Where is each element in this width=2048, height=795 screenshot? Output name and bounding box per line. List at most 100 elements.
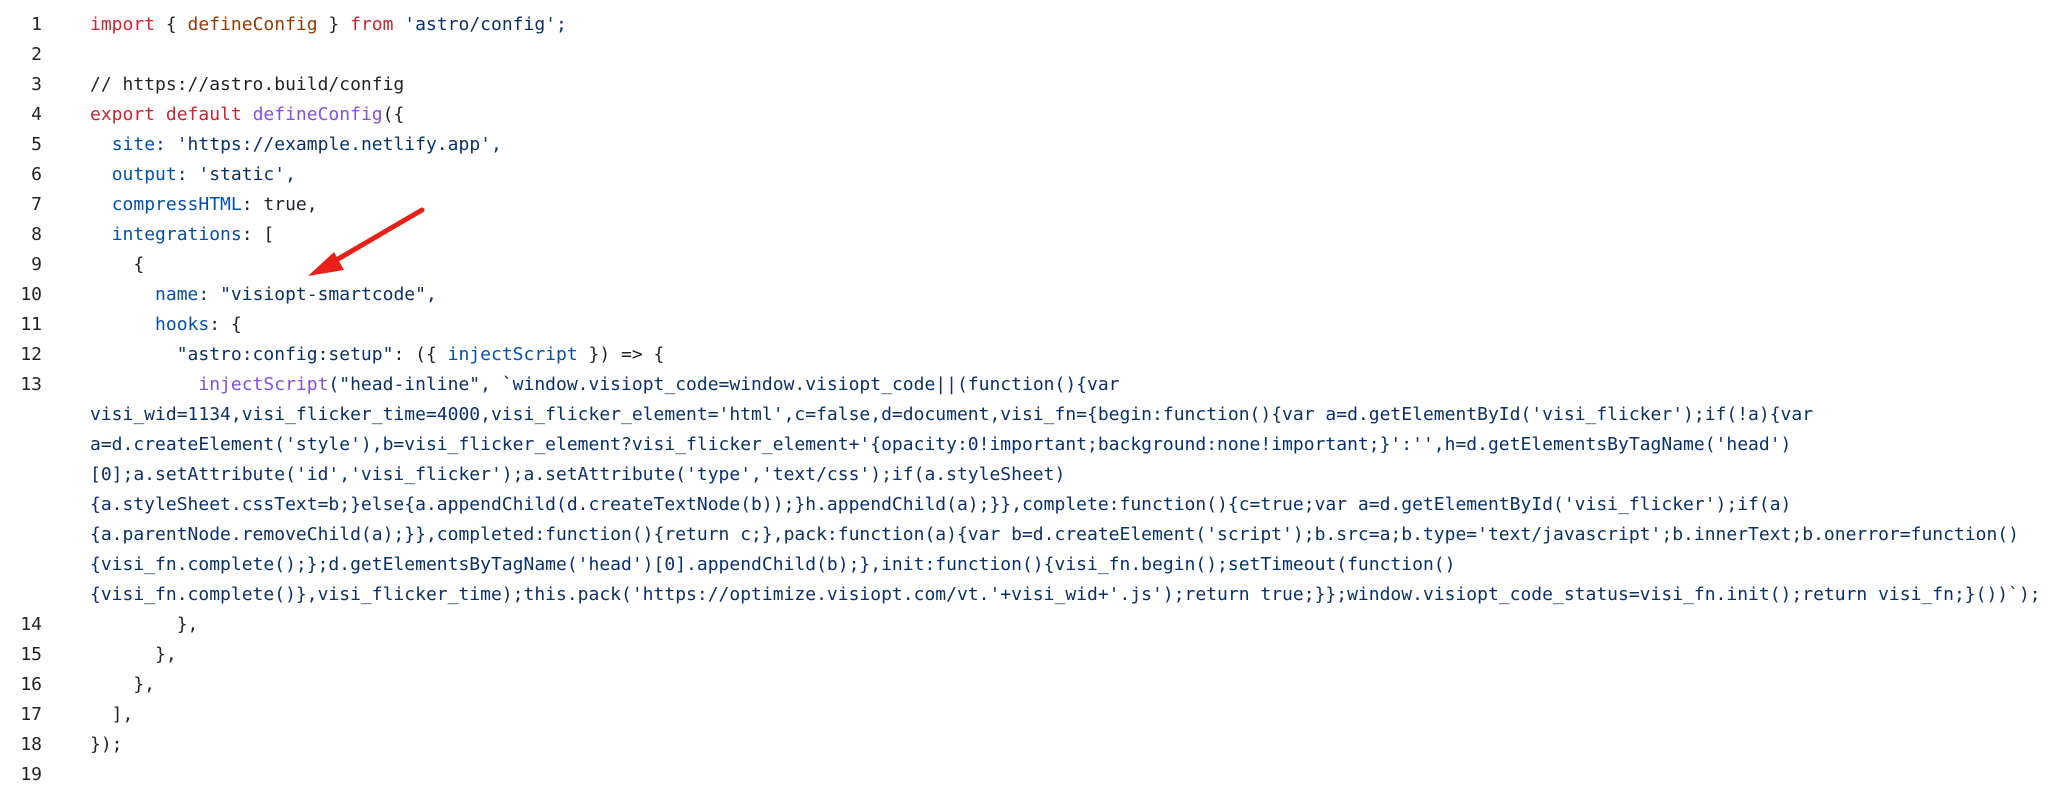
code-line-13: 13 injectScript("head-inline", `window.v…: [0, 370, 2048, 400]
line-number: 9: [31, 254, 42, 275]
line-number: 13: [20, 374, 42, 395]
code-text: },: [90, 614, 199, 635]
code-line-13-wrap: visi_wid=1134,visi_flicker_time=4000,vis…: [0, 400, 2048, 430]
line-number: 10: [20, 284, 42, 305]
property-value: : 'https://example.netlify.app',: [155, 134, 502, 155]
line-number: 5: [31, 134, 42, 155]
comment: // https://astro.build/config: [90, 74, 405, 95]
line-number: 17: [20, 704, 42, 725]
hook-name: "astro:config:setup": [176, 344, 394, 365]
keyword-import: import: [90, 14, 156, 35]
code-line-18: 18 });: [0, 730, 2048, 760]
keyword-from: from: [350, 14, 394, 35]
code-text: "astro:config:setup": ({ injectScript })…: [90, 340, 665, 370]
property-key: integrations: [111, 224, 242, 245]
brace-close: }: [317, 14, 351, 35]
code-line-13-wrap: [0];a.setAttribute('id','visi_flicker');…: [0, 460, 2048, 490]
code-text: output: 'static',: [90, 160, 296, 190]
line-number: 4: [31, 104, 42, 125]
indent: [90, 314, 155, 335]
code-line-14: 14 },: [0, 610, 2048, 640]
script-string: a=d.createElement('style'),b=visi_flicke…: [90, 434, 1792, 455]
code-text: injectScript("head-inline", `window.visi…: [90, 370, 1119, 400]
code-line-17: 17 ],: [0, 700, 2048, 730]
line-number: 2: [31, 44, 42, 65]
code-line-12: 12 "astro:config:setup": ({ injectScript…: [0, 340, 2048, 370]
keyword-default: default: [155, 104, 242, 125]
line-number: 14: [20, 614, 42, 635]
code-line-13-wrap: {visi_fn.complete();};d.getElementsByTag…: [0, 550, 2048, 580]
property-value: : {: [209, 314, 242, 335]
code-text: compressHTML: true,: [90, 190, 318, 220]
property-key: output: [111, 164, 177, 185]
line-number: 11: [20, 314, 42, 335]
code-line-13-wrap: {visi_fn.complete()},visi_flicker_time);…: [0, 580, 2048, 610]
property-key: hooks: [155, 314, 210, 335]
indent: [90, 164, 112, 185]
script-string: {a.parentNode.removeChild(a);}},complete…: [90, 524, 2019, 545]
property-value: : 'static',: [176, 164, 296, 185]
property-key: compressHTML: [111, 194, 242, 215]
function-call: injectScript: [198, 374, 329, 395]
code-line-1: 1 import { defineConfig } from 'astro/co…: [0, 10, 2048, 40]
property-value: : [: [241, 224, 275, 245]
line-number: 3: [31, 74, 42, 95]
line-number: 1: [31, 14, 42, 35]
code-text: },: [90, 644, 177, 665]
punctuation: : ({: [393, 344, 448, 365]
code-line-9: 9 {: [0, 250, 2048, 280]
code-line-15: 15 },: [0, 640, 2048, 670]
line-number: 19: [20, 764, 42, 785]
indent: [90, 134, 112, 155]
indent: [90, 374, 198, 395]
script-string: {visi_fn.complete()},visi_flicker_time);…: [90, 584, 2041, 605]
property-value: : "visiopt-smartcode",: [198, 284, 437, 305]
code-line-16: 16 },: [0, 670, 2048, 700]
parameter-name: injectScript: [447, 344, 578, 365]
script-string: visi_wid=1134,visi_flicker_time=4000,vis…: [90, 404, 1814, 425]
code-line-19: 19: [0, 760, 2048, 790]
line-number: 16: [20, 674, 42, 695]
brace-open: {: [155, 14, 188, 35]
script-string: {visi_fn.complete();};d.getElementsByTag…: [90, 554, 1456, 575]
code-line-5: 5 site: 'https://example.netlify.app',: [0, 130, 2048, 160]
code-line-6: 6 output: 'static',: [0, 160, 2048, 190]
code-line-7: 7 compressHTML: true,: [0, 190, 2048, 220]
indent: [90, 194, 112, 215]
line-number: 12: [20, 344, 42, 365]
code-line-13-wrap: a=d.createElement('style'),b=visi_flicke…: [0, 430, 2048, 460]
line-number: 15: [20, 644, 42, 665]
paren: ({: [382, 104, 405, 125]
line-number: 6: [31, 164, 42, 185]
script-string: [0];a.setAttribute('id','visi_flicker');…: [90, 464, 1066, 485]
code-text: });: [90, 734, 123, 755]
code-text: site: 'https://example.netlify.app',: [90, 130, 502, 160]
imported-name: defineConfig: [187, 14, 318, 35]
code-text: name: "visiopt-smartcode",: [90, 280, 437, 310]
code-line-2: 2: [0, 40, 2048, 70]
keyword-export: export: [90, 104, 156, 125]
code-text: ],: [90, 704, 134, 725]
code-line-8: 8 integrations: [: [0, 220, 2048, 250]
code-line-13-wrap: {a.parentNode.removeChild(a);}},complete…: [0, 520, 2048, 550]
property-key: name: [155, 284, 199, 305]
property-key: site: [111, 134, 156, 155]
code-line-11: 11 hooks: {: [0, 310, 2048, 340]
code-text: },: [90, 674, 156, 695]
script-string: {a.styleSheet.cssText=b;}else{a.appendCh…: [90, 494, 1792, 515]
code-line-10: 10 name: "visiopt-smartcode",: [0, 280, 2048, 310]
indent: [90, 344, 177, 365]
indent: [90, 224, 112, 245]
code-text: import { defineConfig } from 'astro/conf…: [90, 10, 567, 40]
code-text: export default defineConfig({: [90, 100, 404, 130]
module-path: 'astro/config';: [393, 14, 567, 35]
code-text: hooks: {: [90, 310, 242, 340]
code-line-13-wrap: {a.styleSheet.cssText=b;}else{a.appendCh…: [0, 490, 2048, 520]
property-value: : true,: [241, 194, 318, 215]
arrow-function: }) => {: [577, 344, 665, 365]
line-number: 8: [31, 224, 42, 245]
line-number: 18: [20, 734, 42, 755]
space: [242, 104, 253, 125]
line-number: 7: [31, 194, 42, 215]
